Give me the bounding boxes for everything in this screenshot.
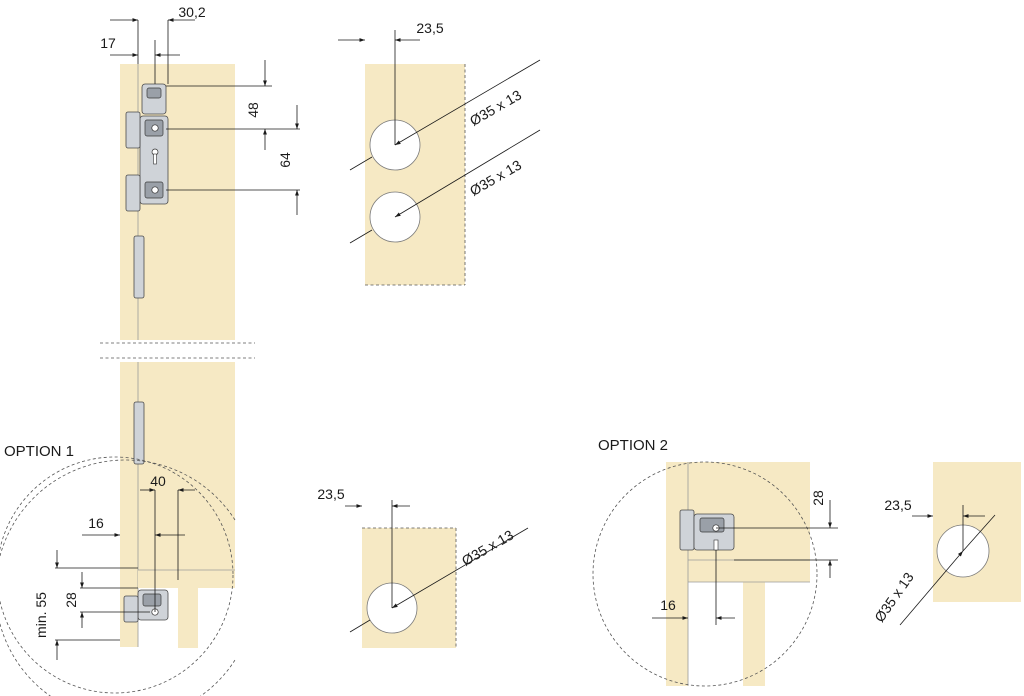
door-panel-lower xyxy=(120,362,138,647)
mid-hinge-upper xyxy=(133,235,145,299)
label-opt2-28: 28 xyxy=(810,490,826,506)
label-min-55: min. 55 xyxy=(33,592,49,638)
option1-label: OPTION 1 xyxy=(4,443,74,460)
mid-hinge-lower xyxy=(133,401,145,465)
label-hole-mid: Ø35 x 13 xyxy=(459,526,516,568)
opt2-door-panel xyxy=(666,462,688,686)
main-cabinet-view: 30,2 17 48 64 40 16 28 min. 55 OPTION 1 xyxy=(0,4,300,696)
option2-detail: 28 16 OPTION 2 xyxy=(592,437,838,687)
label-64: 64 xyxy=(277,152,293,168)
label-23-5-right: 23,5 xyxy=(884,497,911,513)
option2-label: OPTION 2 xyxy=(598,437,668,454)
drill-pattern-middle: 23,5 Ø35 x 13 xyxy=(317,486,529,648)
label-hole-2: Ø35 x 13 xyxy=(467,156,524,198)
leader-hole-mid xyxy=(391,527,529,609)
option1-detail-ring xyxy=(0,456,234,694)
opt2-shelf xyxy=(688,560,810,582)
opt2-hinge xyxy=(679,509,735,551)
side-panel-lower xyxy=(138,362,235,570)
label-30-2: 30,2 xyxy=(178,4,205,20)
label-23-5-top: 23,5 xyxy=(416,20,443,36)
label-hole-1: Ø35 x 13 xyxy=(467,86,524,128)
label-48: 48 xyxy=(245,102,261,118)
drill-pattern-top: 23,5 Ø35 x 13 Ø35 x 13 xyxy=(338,20,541,286)
label-23-5-mid: 23,5 xyxy=(317,486,344,502)
label-16: 16 xyxy=(88,515,104,531)
label-opt2-16: 16 xyxy=(660,597,676,613)
label-hole-right: Ø35 x 13 xyxy=(871,569,917,625)
leader-hole-right xyxy=(899,550,964,626)
leader-hole-2 xyxy=(394,129,541,218)
bottom-shelf xyxy=(138,570,235,588)
leader-hole-1 xyxy=(394,59,541,146)
top-hinge-bracket xyxy=(125,83,169,212)
option2-detail-circle xyxy=(592,461,818,687)
bottom-hinge-bracket xyxy=(123,589,169,623)
label-17: 17 xyxy=(100,35,116,51)
label-28: 28 xyxy=(63,592,79,608)
opt2-leg xyxy=(743,582,765,686)
drill-pattern-right: 23,5 Ø35 x 13 xyxy=(871,462,1021,626)
plinth-leg xyxy=(178,588,198,648)
option1-detail-circle xyxy=(0,459,236,696)
label-40: 40 xyxy=(150,473,166,489)
